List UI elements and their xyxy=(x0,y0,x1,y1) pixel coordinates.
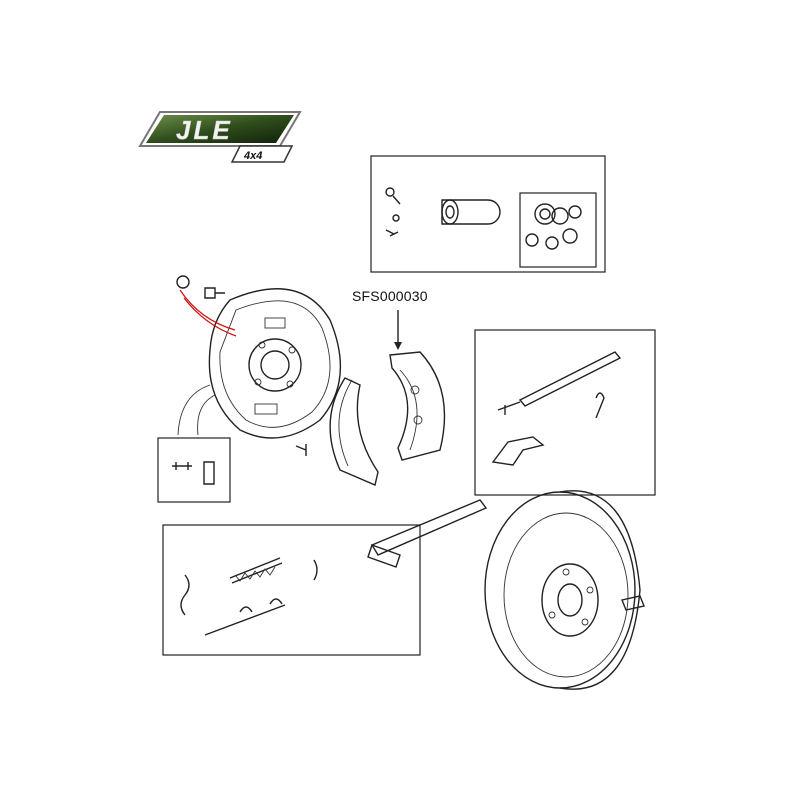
backing-plate xyxy=(176,275,342,456)
pin-clip-group xyxy=(157,437,231,503)
springs-group xyxy=(162,524,421,656)
lever-cable-group xyxy=(474,329,656,496)
jle-logo: JLE 4x4 xyxy=(138,111,302,163)
svg-text:4x4: 4x4 xyxy=(243,150,262,162)
wheel-cylinder-group xyxy=(370,155,606,273)
adjuster-strut xyxy=(367,499,488,568)
part-reference-label: SFS000030 xyxy=(352,288,428,304)
brake-shoes xyxy=(329,310,446,486)
brake-drum xyxy=(484,490,645,690)
svg-text:JLE: JLE xyxy=(176,115,233,145)
